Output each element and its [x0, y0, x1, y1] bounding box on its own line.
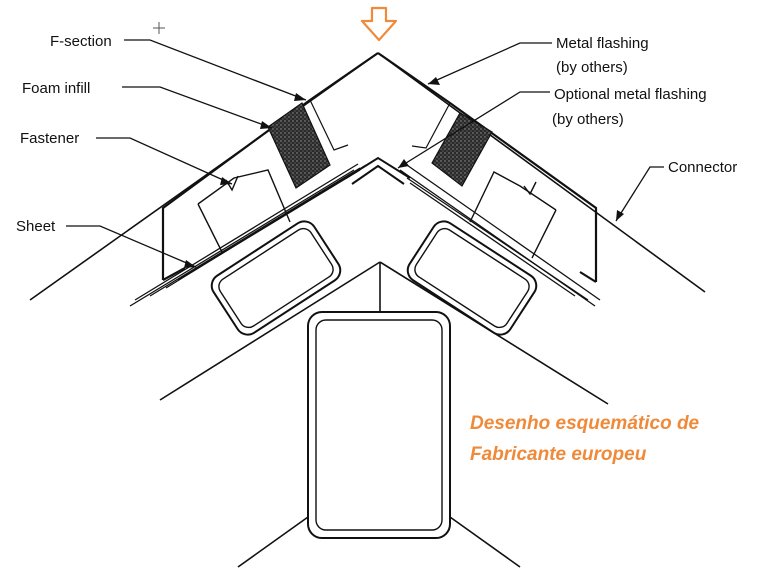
- purlin-left: [210, 220, 342, 336]
- label-f-section: F-section: [50, 33, 112, 50]
- crosshair-icon: [153, 22, 165, 34]
- caption-line-1: Desenho esquemático de: [470, 413, 700, 434]
- label-fastener: Fastener: [20, 130, 79, 147]
- label-optional-flashing-note: (by others): [552, 111, 624, 128]
- sheet-layers-right: [399, 162, 601, 307]
- label-optional-flashing: Optional metal flashing: [554, 86, 707, 103]
- purlin-right: [406, 220, 538, 336]
- optional-flashing-ridge: [345, 156, 411, 185]
- f-section-inner-detail: [309, 99, 451, 151]
- down-arrow-icon: [360, 6, 398, 42]
- label-foam-infill: Foam infill: [22, 80, 90, 97]
- caption-line-2: Fabricante europeu: [470, 444, 647, 465]
- foam-infill-right: [431, 112, 493, 187]
- foam-infill-left: [267, 102, 331, 189]
- f-section-left: [161, 52, 379, 281]
- post-brace-lines: [237, 516, 521, 568]
- label-sheet: Sheet: [16, 218, 56, 235]
- label-connector: Connector: [668, 159, 737, 176]
- fastener-right: [469, 171, 557, 259]
- leader-arrowheads: [184, 77, 624, 268]
- leader-lines: [66, 39, 664, 268]
- sheet-layers-left: [129, 163, 367, 307]
- label-metal-flashing: Metal flashing: [556, 35, 649, 52]
- f-section-right: [377, 52, 598, 283]
- central-post: [307, 311, 451, 539]
- label-metal-flashing-note: (by others): [556, 59, 628, 76]
